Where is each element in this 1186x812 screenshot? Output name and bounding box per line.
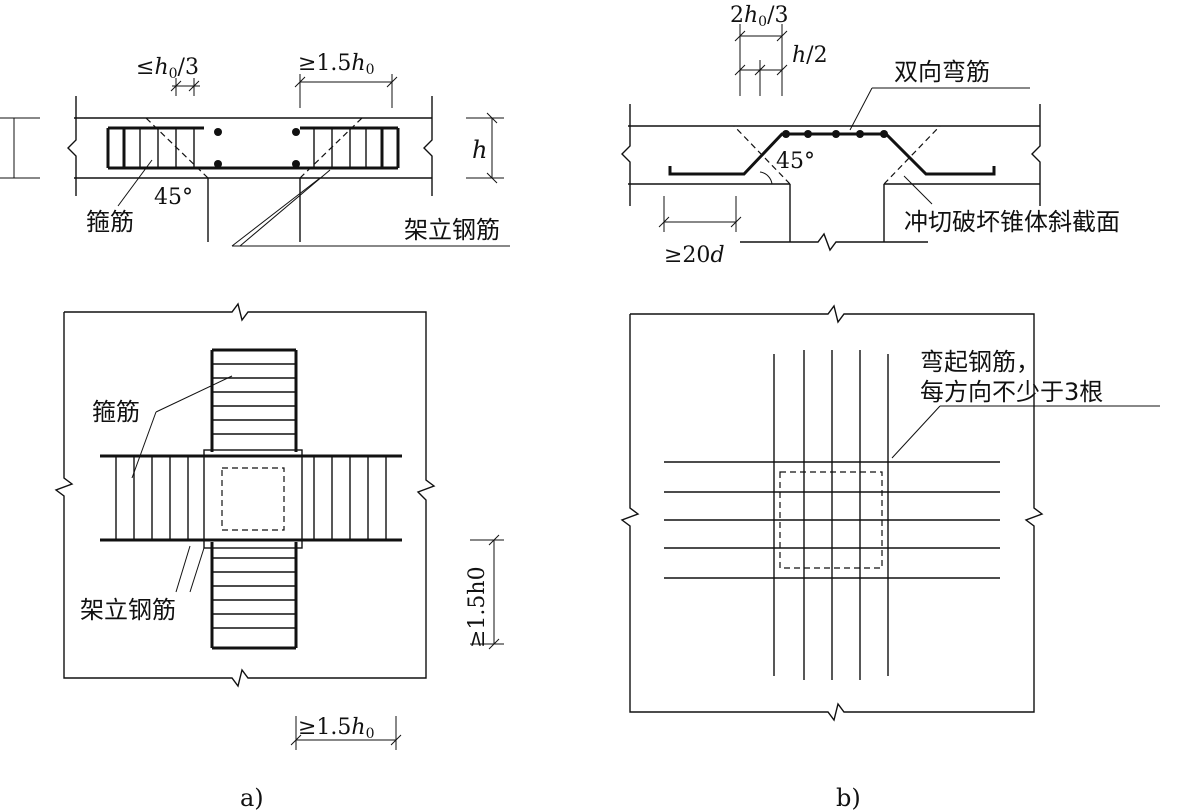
caption-b: b) — [836, 784, 861, 812]
label-punching-cone: 冲切破坏锥体斜截面 — [904, 208, 1120, 236]
panel-a-plan: 箍筋 架立钢筋 ≥1.5h0 ≥1.5h0 a) — [54, 302, 504, 812]
dim-top-label: 2h0/3 — [730, 3, 789, 30]
label-erection-bar: 架立钢筋 — [404, 216, 500, 244]
dim-spacing-label: ≤h0/3 — [136, 55, 199, 82]
rebar-dot — [214, 128, 222, 136]
dim-anchor-label: ≥20d — [664, 243, 725, 268]
plan-dim-horizontal: ≥1.5h0 — [298, 715, 375, 742]
rebar-dot — [292, 160, 300, 168]
plan-label-erection-bar: 架立钢筋 — [80, 596, 176, 624]
panel-b-section: 2h0/3 h/2 双向弯筋 45° ≥20d 冲切破坏锥体斜截面 — [621, 3, 1120, 268]
dim-height-label: h — [472, 136, 487, 164]
rebar-dot — [214, 160, 222, 168]
dim-half-label: h/2 — [792, 43, 828, 68]
label-stirrup: 箍筋 — [86, 208, 134, 236]
plan-label-line1: 弯起钢筋， — [920, 348, 1040, 376]
rebar-dot — [292, 128, 300, 136]
angle-label-b: 45° — [776, 149, 815, 174]
panel-a-section: ≤h0/3 ≥1.5h0 h 45° 箍筋 架立钢筋 — [0, 51, 510, 247]
plan-label-stirrup: 箍筋 — [92, 398, 140, 426]
plan-label-line2: 每方向不少于3根 — [920, 378, 1103, 406]
angle-label: 45° — [154, 185, 193, 210]
plan-dim-vertical: ≥1.5h0 — [465, 566, 490, 648]
panel-b-plan: 弯起钢筋， 每方向不少于3根 b) — [620, 304, 1160, 812]
label-bent-bars: 双向弯筋 — [894, 58, 990, 86]
dim-length-label: ≥1.5h0 — [298, 51, 375, 78]
caption-a: a) — [240, 784, 264, 812]
